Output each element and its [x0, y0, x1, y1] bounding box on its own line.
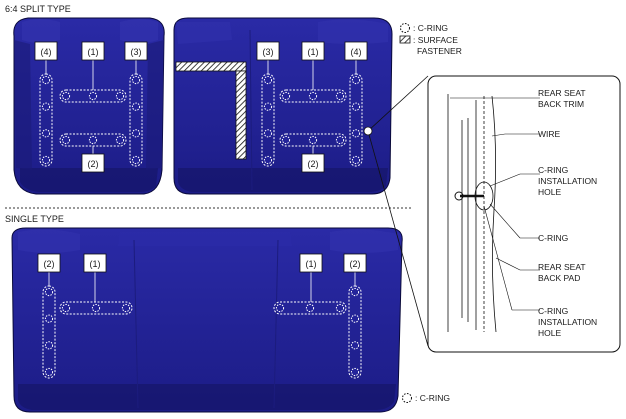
- c-ring-legend-icon-bottom: [402, 393, 412, 403]
- legend-c-ring: : C-RING: [413, 23, 448, 33]
- c-ring-detail-icon: [454, 191, 464, 201]
- single-seat: [11, 227, 403, 413]
- c-ring-icon: [281, 91, 291, 101]
- c-ring-icon: [305, 303, 315, 313]
- single-label-2-left: (2): [44, 259, 55, 269]
- callout-trim-2: BACK TRIM: [538, 99, 584, 109]
- c-ring-icon: [61, 303, 71, 313]
- leader-top: [367, 75, 429, 132]
- callout-pad-2: BACK PAD: [538, 273, 580, 283]
- c-ring-icon: [335, 91, 345, 101]
- split-left-label-4: (4): [41, 47, 52, 57]
- c-ring-icon: [351, 129, 361, 138]
- callout-hole-a-3: HOLE: [538, 187, 561, 197]
- c-ring-icon: [88, 91, 98, 101]
- single-label-1-right: (1): [306, 259, 317, 269]
- split-left-label-2: (2): [88, 159, 99, 169]
- split-right-label-4: (4): [351, 47, 362, 57]
- c-ring-icon: [308, 135, 318, 145]
- c-ring-icon: [281, 135, 291, 145]
- c-ring-icon: [335, 303, 345, 313]
- legend-bottom: : C-RING: [402, 393, 450, 403]
- callout-hole-b-2: INSTALLATION: [538, 317, 597, 327]
- legend-c-ring-bottom: : C-RING: [415, 393, 450, 403]
- split-left-label-1: (1): [88, 47, 99, 57]
- c-ring-icon: [275, 303, 285, 313]
- split-left-label-3: (3): [131, 47, 142, 57]
- c-ring-icon: [351, 75, 361, 85]
- c-ring-icon: [44, 341, 54, 350]
- split-right-label-2: (2): [308, 159, 319, 169]
- split-left-seat: [13, 17, 165, 195]
- c-ring-icon: [91, 303, 101, 313]
- c-ring-icon: [335, 135, 345, 145]
- leader-bottom: [367, 130, 429, 347]
- callout-hole-a-1: C-RING: [538, 165, 568, 175]
- horizontal-track: [273, 301, 347, 315]
- split-type-heading: 6:4 SPLIT TYPE: [5, 4, 71, 14]
- callout-pad-1: REAR SEAT: [538, 262, 586, 272]
- c-ring-icon: [131, 75, 141, 85]
- c-ring-icon: [263, 129, 273, 138]
- legend-surface: : SURFACE: [413, 35, 458, 45]
- detail-box: [427, 75, 621, 353]
- c-ring-icon: [88, 135, 98, 145]
- c-ring-icon: [41, 155, 51, 165]
- c-ring-legend-icon: [400, 23, 410, 33]
- c-ring-icon: [131, 102, 141, 111]
- c-ring-icon: [263, 102, 273, 111]
- c-ring-icon: [41, 102, 51, 111]
- horizontal-track: [59, 89, 127, 103]
- callout-hole-a-2: INSTALLATION: [538, 176, 597, 186]
- c-ring-icon: [44, 287, 54, 297]
- c-ring-icon: [44, 367, 54, 377]
- single-type-heading: SINGLE TYPE: [5, 214, 64, 224]
- callout-hole-b-3: HOLE: [538, 328, 561, 338]
- c-ring-icon: [350, 341, 360, 350]
- single-label-2-right: (2): [350, 259, 361, 269]
- split-right-label-3: (3): [263, 47, 274, 57]
- c-ring-icon: [351, 102, 361, 111]
- callout-c-ring: C-RING: [538, 233, 568, 243]
- c-ring-icon: [351, 155, 361, 165]
- callout-labels: (4) (1) (3) (2) (3) (1) (4) (2) (2) (1) …: [34, 41, 368, 273]
- detail-inset: REAR SEAT BACK TRIM WIRE C-RING INSTALLA…: [363, 75, 621, 353]
- c-ring-icon: [308, 91, 318, 101]
- surface-fastener-horizontal: [175, 61, 247, 72]
- legend: : C-RING : SURFACE FASTENER: [399, 23, 462, 56]
- c-ring-icon: [131, 129, 141, 138]
- c-ring-icon: [41, 129, 51, 138]
- c-ring-icon: [263, 75, 273, 85]
- c-ring-icon: [350, 314, 360, 323]
- c-ring-icon: [121, 303, 131, 313]
- split-right-label-1: (1): [308, 47, 319, 57]
- callout-hole-b-1: C-RING: [538, 306, 568, 316]
- c-ring-icon: [61, 135, 71, 145]
- c-ring-tracks: [39, 60, 363, 379]
- c-ring-icon: [44, 314, 54, 323]
- c-ring-icon: [61, 91, 71, 101]
- c-ring-icon: [350, 367, 360, 377]
- c-ring-icon: [263, 155, 273, 165]
- c-ring-icon: [41, 75, 51, 85]
- surface-fastener-vertical: [235, 70, 247, 160]
- legend-fastener: FASTENER: [417, 46, 462, 56]
- single-label-1-left: (1): [90, 259, 101, 269]
- callout-trim-1: REAR SEAT: [538, 88, 586, 98]
- surface-fastener-legend-icon: [399, 35, 411, 44]
- c-ring-icon: [115, 135, 125, 145]
- callout-wire: WIRE: [538, 129, 561, 139]
- c-ring-icon: [131, 155, 141, 165]
- horizontal-track: [279, 89, 347, 103]
- horizontal-track: [59, 301, 133, 315]
- c-ring-icon: [115, 91, 125, 101]
- c-ring-icon: [350, 287, 360, 297]
